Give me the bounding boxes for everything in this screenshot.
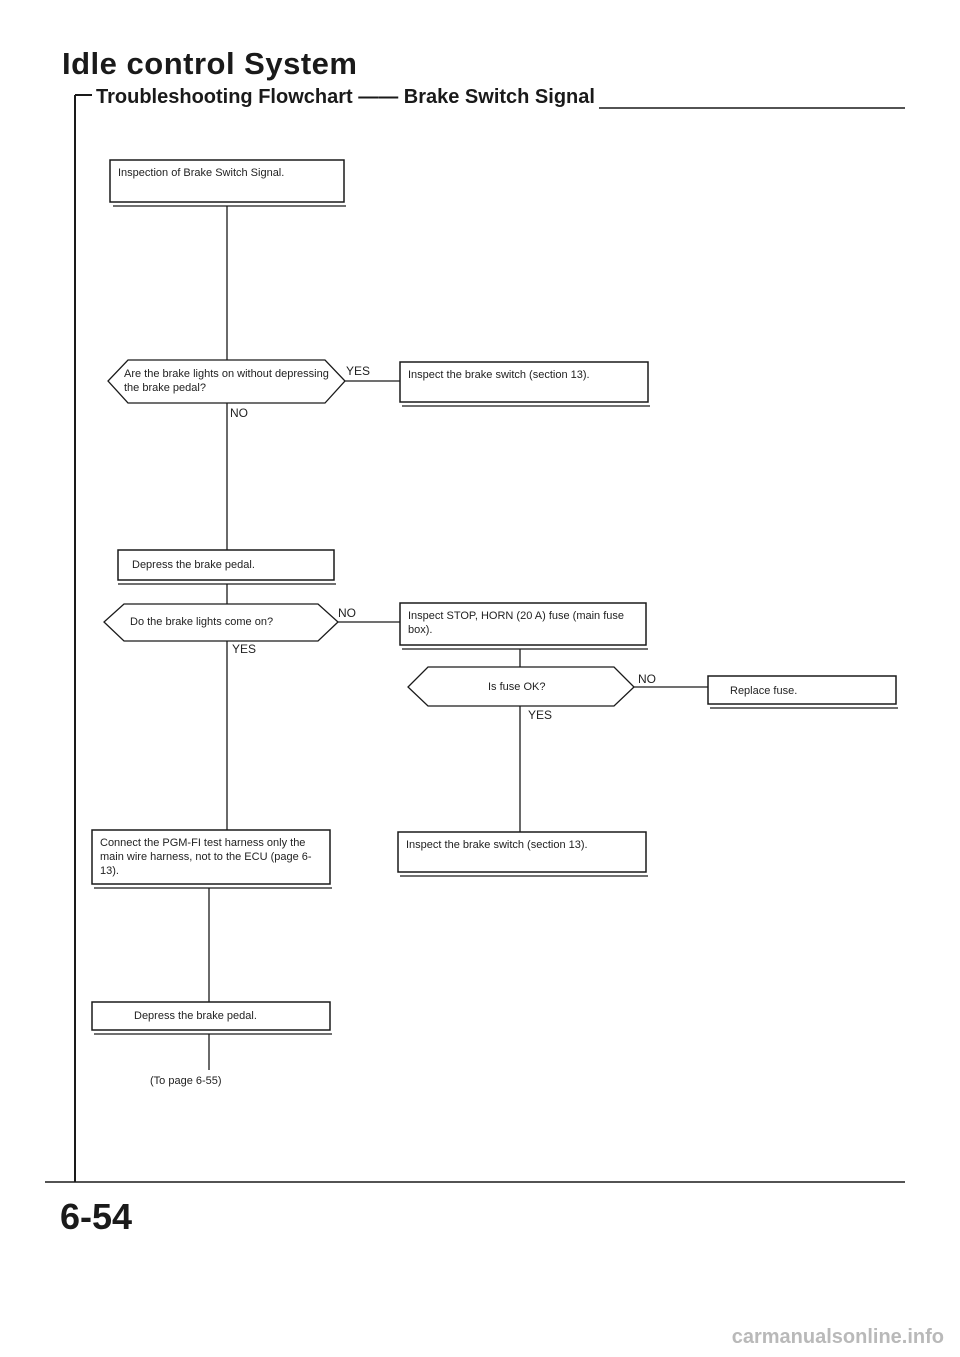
flowchart-subtitle: Troubleshooting Flowchart —— Brake Switc… [92, 86, 599, 109]
box-depress2-outline [91, 1001, 331, 1031]
decision-lights-come-on: Do the brake lights come on? [130, 616, 274, 628]
box-fuse-outline [399, 602, 647, 646]
box-inspect-switch-1-text: Inspect the brake switch (section 13). [408, 369, 590, 381]
label-yes-1: YES [346, 364, 371, 378]
box-inspection-text: Inspection of Brake Switch Signal. [118, 167, 285, 179]
decision-2-outline [103, 603, 339, 642]
label-no-1: NO [230, 406, 248, 420]
box-depress-1-text: Depress the brake pedal. [132, 559, 255, 571]
label-no-3: NO [638, 672, 656, 686]
decision-fuse-ok: Is fuse OK? [488, 681, 546, 693]
decision-lights-without-pedal: Are the brake lights on without depressi… [124, 368, 329, 394]
label-yes-2: YES [232, 642, 257, 656]
decision-3-outline [407, 666, 635, 707]
box-inspect-switch-2-text: Inspect the brake switch (section 13). [406, 839, 588, 851]
page-number: 6-54 [60, 1196, 133, 1237]
label-yes-3: YES [528, 708, 553, 722]
box-inspect-fuse-text: Inspect STOP, HORN (20 A) fuse (main fus… [408, 610, 625, 636]
label-no-2: NO [338, 606, 356, 620]
box-switch1-outline [399, 361, 649, 403]
page-title: Idle control System [62, 46, 358, 81]
box-harness-outline [91, 829, 331, 885]
to-page-reference: (To page 6-55) [150, 1075, 222, 1087]
box-depress1-outline [117, 549, 335, 581]
box-switch2-outline [397, 831, 647, 873]
box-inspection-outline [109, 159, 345, 203]
box-replace-outline [707, 675, 897, 705]
box-connect-harness-text: Connect the PGM-FI test harness only the… [100, 837, 312, 877]
decision-1-outline [107, 359, 346, 404]
watermark: carmanualsonline.info [731, 1326, 944, 1348]
box-depress-2-text: Depress the brake pedal. [134, 1010, 257, 1022]
box-replace-fuse-text: Replace fuse. [730, 685, 798, 697]
